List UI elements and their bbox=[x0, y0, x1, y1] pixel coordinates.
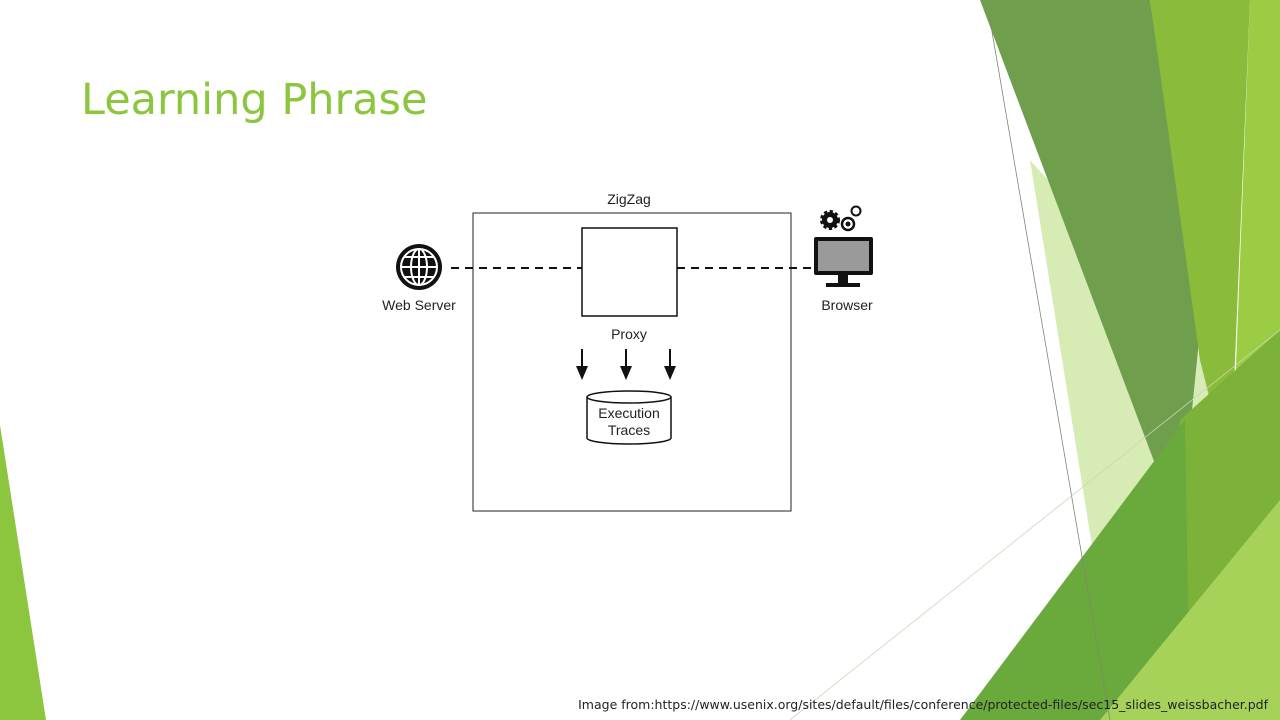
bottom-facet-green bbox=[960, 420, 1190, 720]
decor-line-2 bbox=[789, 329, 1280, 720]
store-label-line2: Traces bbox=[608, 422, 650, 438]
globe-icon bbox=[396, 244, 442, 290]
trace-arrows bbox=[576, 349, 676, 380]
source-citation: Image from:https://www.usenix.org/sites/… bbox=[578, 697, 1268, 712]
browser-label: Browser bbox=[821, 297, 873, 313]
zigzag-label: ZigZag bbox=[607, 191, 651, 207]
right-facet-dark-1 bbox=[980, 0, 1200, 530]
right-facet-mid bbox=[1150, 0, 1250, 480]
bottom-facet-pale bbox=[1100, 500, 1280, 720]
web-server-label: Web Server bbox=[382, 297, 456, 313]
monitor-icon bbox=[814, 237, 873, 287]
decor-line-1 bbox=[989, 19, 1111, 720]
execution-traces-store bbox=[586, 390, 672, 445]
proxy-box bbox=[581, 227, 678, 317]
left-facet bbox=[0, 425, 46, 720]
slide-title: Learning Phrase bbox=[81, 75, 428, 125]
store-label-line1: Execution bbox=[598, 405, 659, 421]
proxy-label: Proxy bbox=[611, 326, 647, 342]
gears-icon bbox=[820, 205, 862, 232]
zigzag-container bbox=[472, 212, 792, 512]
